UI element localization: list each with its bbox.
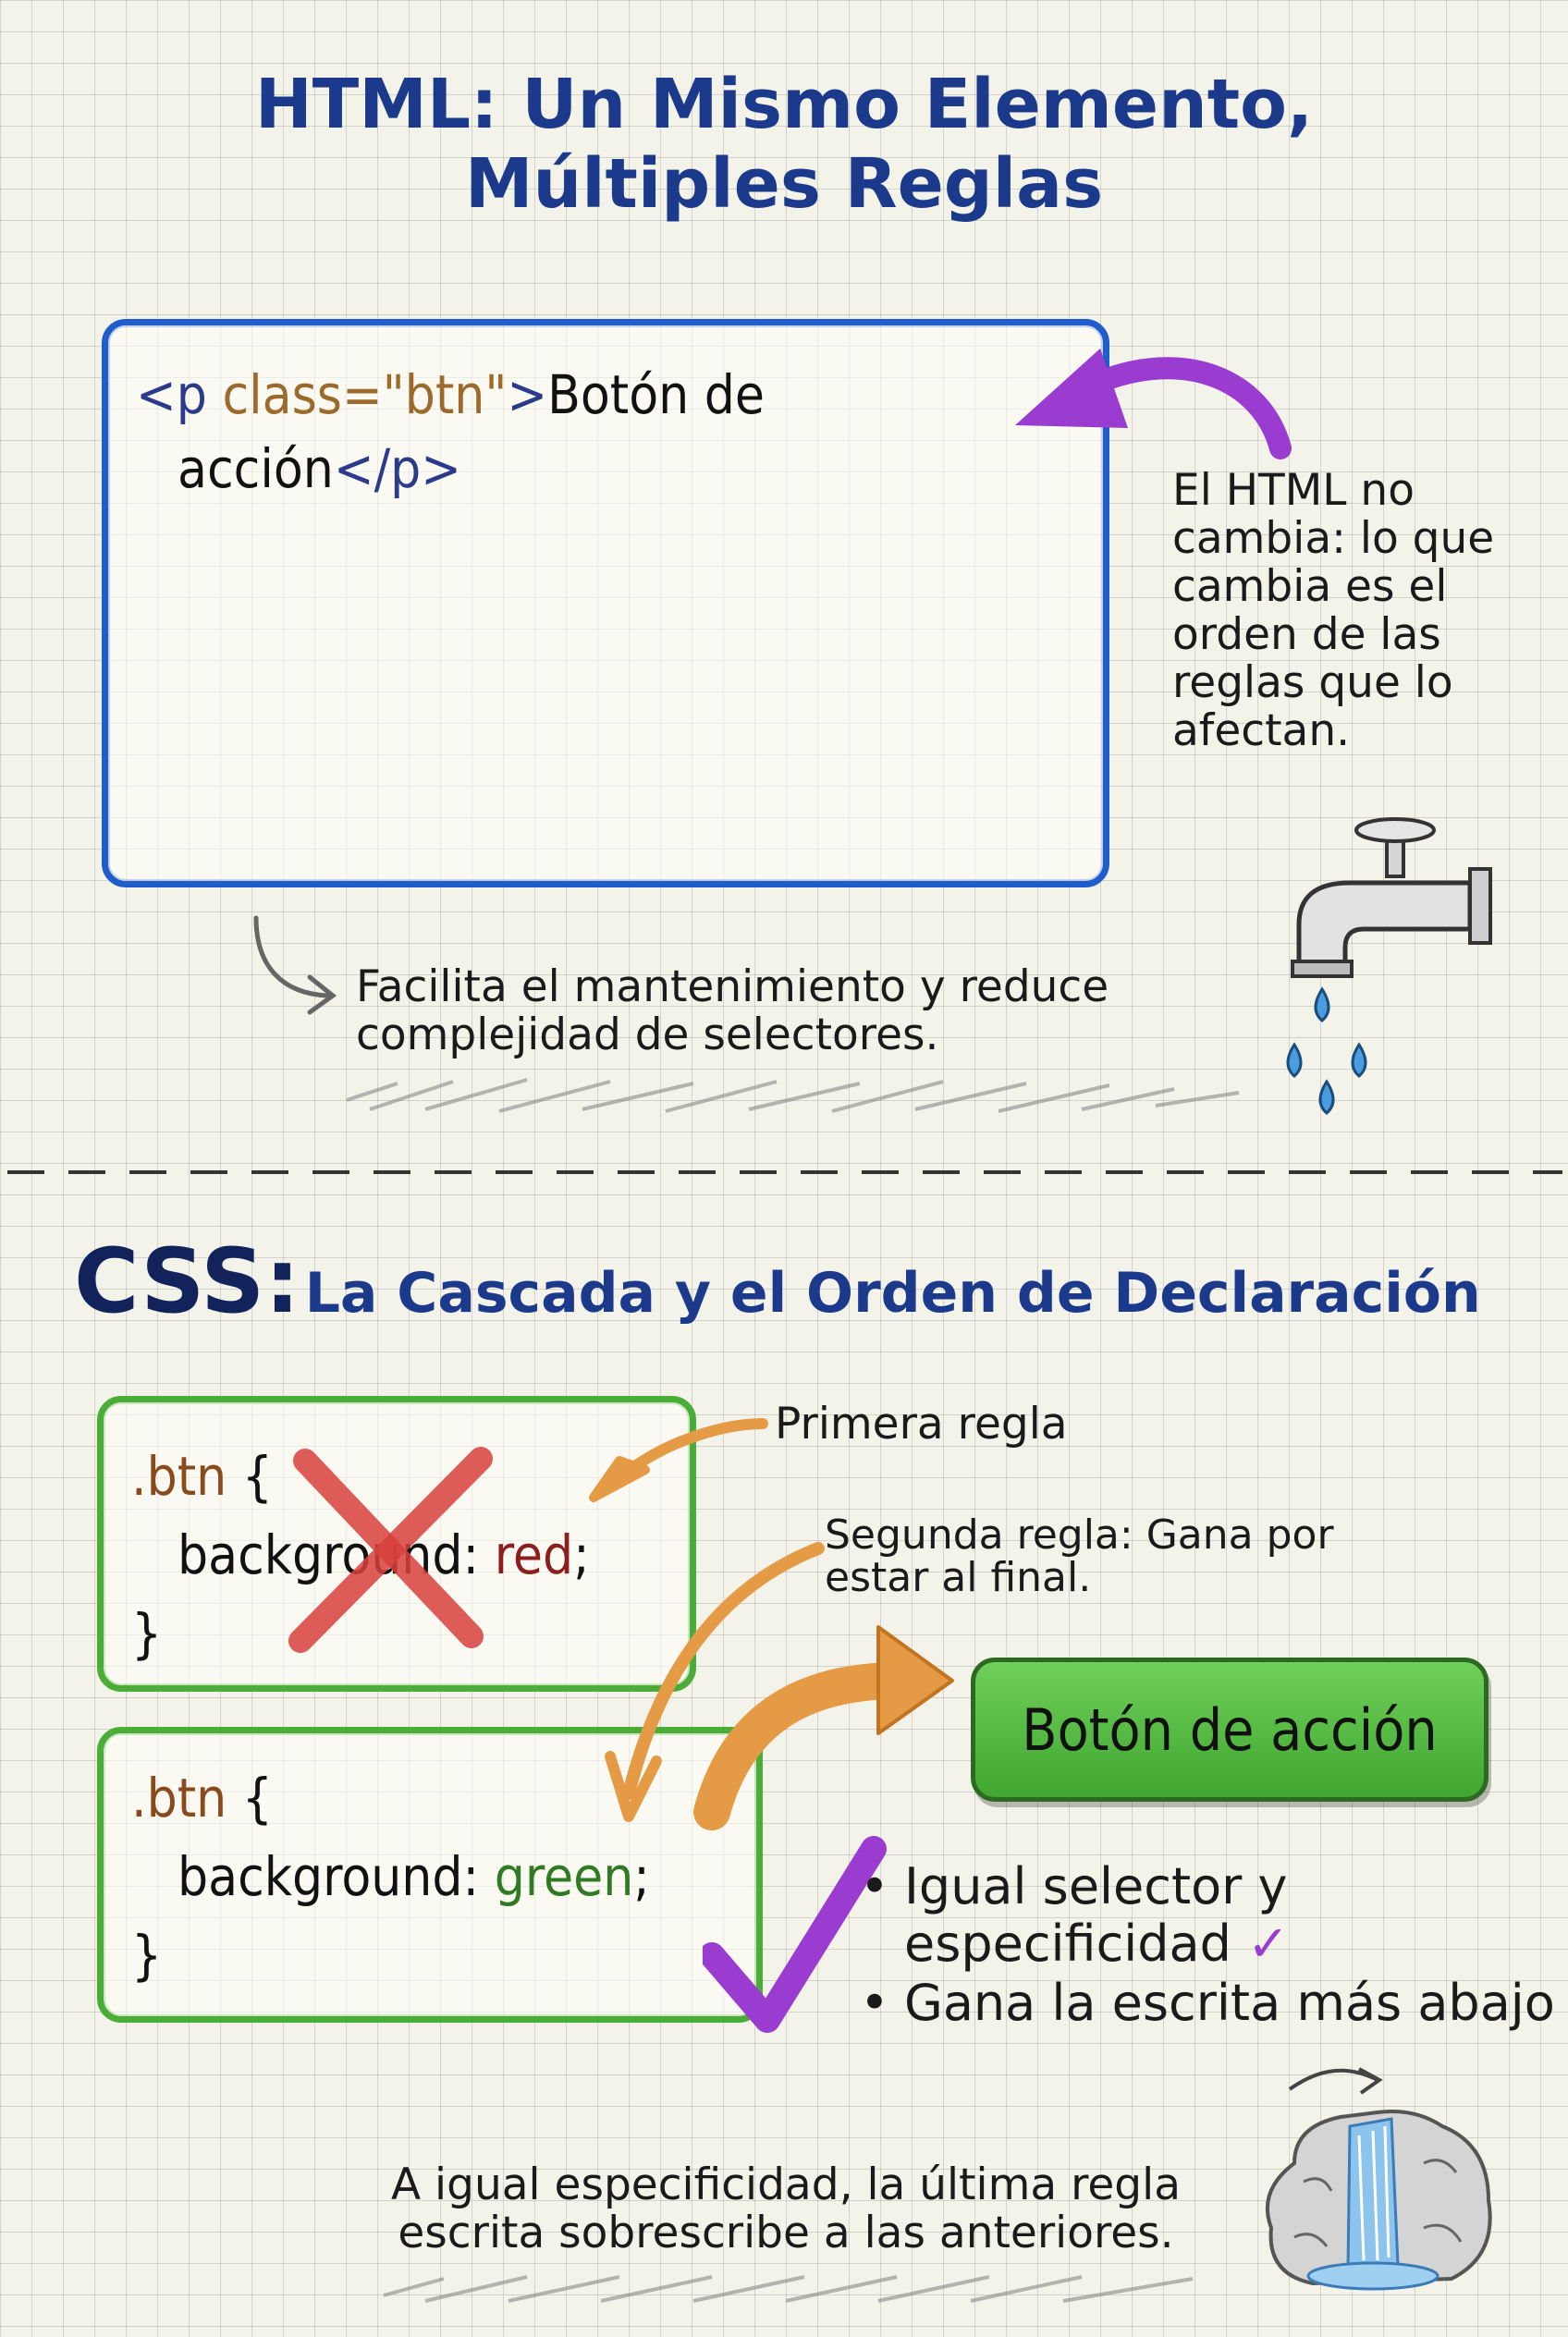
css-heading-rest: La Cascada y el Orden de Declaración [304, 1261, 1481, 1326]
label-second-rule: Segunda regla: Gana por estar al final. [825, 1514, 1527, 1599]
css-heading: CSS: La Cascada y el Orden de Declaració… [74, 1230, 1481, 1333]
side-note-line: El HTML no [1172, 465, 1415, 516]
side-note-line: orden de las [1172, 609, 1441, 660]
scribble-underline [346, 1078, 1240, 1113]
code-text-2: acción [178, 437, 334, 500]
rule1-value: red [494, 1523, 574, 1586]
side-note-line: cambia es el [1172, 561, 1448, 612]
waterfall-icon [1265, 2067, 1492, 2291]
code-class-attr: class="btn" [206, 363, 508, 426]
label-second-line1: Segunda regla: Gana por [825, 1511, 1334, 1559]
gray-arrow-icon [253, 915, 337, 1015]
rule1-semi: ; [573, 1523, 590, 1586]
bullet-glyph: • [860, 1857, 889, 1915]
rule1-line1: .btn { [131, 1439, 273, 1513]
rule2-close: } [131, 1924, 163, 1987]
code-open-tag: <p [136, 363, 207, 426]
html-bottom-note: Facilita el mantenimiento y reduce compl… [356, 963, 1280, 1059]
result-action-button[interactable]: Botón de acción [971, 1658, 1488, 1802]
html-code-line2: acción</p> [178, 432, 461, 506]
rule1-close: } [131, 1602, 163, 1665]
rule1-selector: .btn [131, 1445, 227, 1508]
bullet1-line1: Igual selector y [904, 1857, 1288, 1915]
code-close-tag: </p> [333, 437, 462, 500]
label-first-rule: Primera regla [775, 1399, 1068, 1450]
side-note-line: cambia: lo que [1172, 513, 1495, 564]
side-note-line: afectan. [1172, 705, 1351, 756]
page-title: HTML: Un Mismo Elemento, Múltiples Regla… [0, 65, 1568, 224]
bullet-item: • Gana la escrita más abajo ✓ [860, 1975, 1568, 2032]
cross-icon [288, 1447, 493, 1653]
html-code-box: <p class="btn">Botón de acción</p> [102, 319, 1109, 887]
purple-arrow-icon [1015, 349, 1292, 459]
conclusion-text: A igual especificidad, la última regla e… [370, 2161, 1202, 2257]
rule2-semi: ; [633, 1845, 650, 1908]
faucet-icon [1286, 817, 1492, 1115]
section-divider [7, 1170, 1562, 1174]
rule2-value: green [494, 1845, 634, 1908]
bullet2-line1: Gana la escrita más abajo [904, 1974, 1555, 2032]
code-gt: > [507, 363, 548, 426]
checkmark-icon [703, 1836, 887, 2033]
orange-arrow-icon [589, 1418, 954, 1830]
rule2-line1: .btn { [131, 1761, 273, 1835]
water-drop-icon [1286, 986, 1367, 1115]
side-note-line: reglas que lo [1172, 657, 1453, 708]
bottom-note-line: complejidad de selectores. [356, 1009, 939, 1060]
html-code-line1: <p class="btn">Botón de [136, 358, 765, 432]
css-heading-prefix: CSS: [74, 1230, 300, 1333]
checkmark-icon: ✓ [1247, 1915, 1290, 1973]
bottom-note-line: Facilita el mantenimiento y reduce [356, 961, 1109, 1012]
label-second-line2: estar al final. [825, 1554, 1092, 1601]
html-side-note: El HTML no cambia: lo que cambia es el o… [1172, 467, 1561, 755]
scribble-underline [383, 2275, 1194, 2303]
rule2-open: { [227, 1767, 273, 1829]
bullet-item: • Igual selector y especificidad ✓ [860, 1858, 1289, 1973]
rule1-open: { [227, 1445, 273, 1508]
conclusion-line1: A igual especificidad, la última regla [390, 2160, 1182, 2210]
rule2-property: background: [178, 1845, 480, 1908]
rule2-selector: .btn [131, 1767, 227, 1829]
conclusion-line2: escrita sobrescribe a las anteriores. [398, 2208, 1174, 2258]
bullet-glyph: • [860, 1974, 889, 2032]
page-title-line1: HTML: Un Mismo Elemento, [254, 65, 1314, 144]
bullet1-line2: especificidad [904, 1915, 1231, 1973]
rule2-line2: background: green; [178, 1840, 650, 1914]
code-text-1: Botón de [547, 363, 766, 426]
page-title-line2: Múltiples Reglas [464, 144, 1104, 224]
